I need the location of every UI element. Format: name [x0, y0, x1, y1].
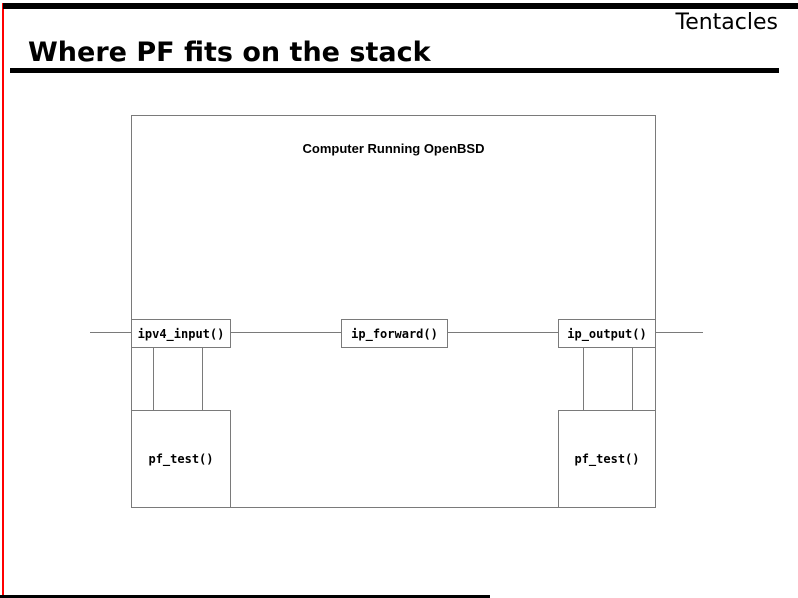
wire-input-to-forward: [231, 332, 341, 333]
computer-container-label: Computer Running OpenBSD: [302, 141, 485, 156]
node-pf-test-right: pf_test(): [558, 410, 656, 508]
node-ip-forward: ip_forward(): [341, 319, 448, 348]
slide-border-bottom-black-line: [0, 595, 490, 598]
computer-container-box: [131, 115, 656, 508]
node-pf-test-left: pf_test(): [131, 410, 231, 508]
connector-output-to-pftest-return: [632, 348, 633, 410]
page-title: Where PF fits on the stack: [28, 37, 431, 68]
connector-output-to-pftest-call: [583, 348, 584, 410]
slide-border-left-red-line: [2, 3, 4, 598]
wire-incoming: [90, 332, 131, 333]
node-ip-output: ip_output(): [558, 319, 656, 348]
title-underline: [10, 68, 779, 73]
node-ipv4-input: ipv4_input(): [131, 319, 231, 348]
slide-border-top-black-bar: [3, 3, 798, 9]
wire-forward-to-output: [448, 332, 558, 333]
connector-input-to-pftest-return: [202, 348, 203, 410]
connector-input-to-pftest-call: [153, 348, 154, 410]
slide-brand: Tentacles: [675, 10, 779, 35]
wire-outgoing: [656, 332, 703, 333]
